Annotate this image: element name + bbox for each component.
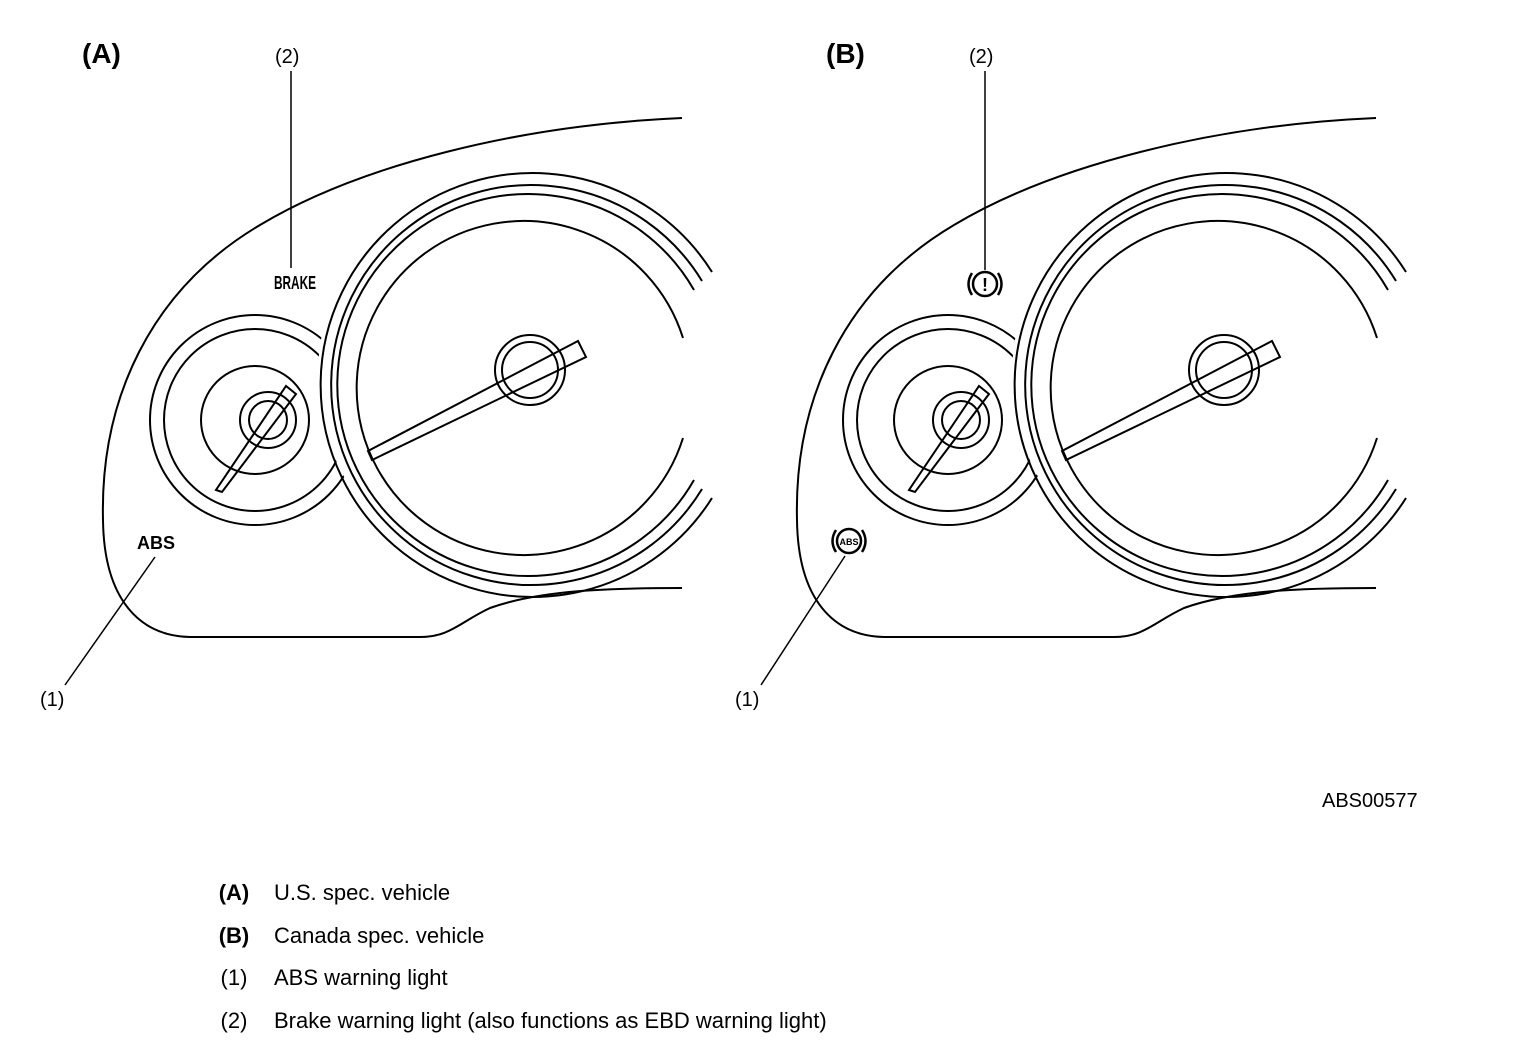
panel-b: (B) ABS ! (1 <box>735 38 1436 711</box>
cluster-outline <box>101 117 683 638</box>
callout-1: (1) <box>735 689 759 711</box>
tachometer-needle <box>907 384 991 494</box>
legend-key: (B) <box>218 922 250 948</box>
callout-2: (2) <box>275 46 299 68</box>
legend-text: Canada spec. vehicle <box>274 922 485 948</box>
brake-icon-text: ! <box>982 275 988 295</box>
legend-key: (A) <box>218 880 250 905</box>
panel-a-label: (A) <box>82 38 121 69</box>
panel-b-label: (B) <box>826 38 865 69</box>
legend-text: ABS warning light <box>274 965 448 990</box>
speedometer-gauge <box>366 334 588 462</box>
speedometer-needle <box>366 339 588 462</box>
callout-1: (1) <box>40 689 64 711</box>
tachometer-needle <box>214 384 298 494</box>
abs-warning-light-label: ABS <box>137 533 175 553</box>
panel-a: (A) ABS BRAKE (1) (2) <box>40 38 742 711</box>
legend-text: U.S. spec. vehicle <box>274 880 451 905</box>
brake-warning-icon: ! <box>967 270 1003 298</box>
callout-leader-1 <box>760 555 846 686</box>
callout-2: (2) <box>969 46 993 68</box>
legend-key: (2) <box>220 1007 248 1033</box>
legend-text: Brake warning light (also functions as E… <box>274 1007 827 1033</box>
cluster-outline <box>795 117 1377 638</box>
speedometer-gauge <box>1060 334 1282 462</box>
abs-warning-icon: ABS <box>831 527 867 555</box>
speedometer-rings <box>1013 172 1407 598</box>
callout-leader-1 <box>64 556 156 686</box>
speedometer-rings <box>319 172 713 598</box>
speedometer-needle <box>1060 339 1282 462</box>
figure-code: ABS00577 <box>1322 790 1418 812</box>
legend-key: (1) <box>220 965 248 990</box>
brake-warning-light-label: BRAKE <box>274 273 316 293</box>
abs-icon-text: ABS <box>839 537 858 547</box>
